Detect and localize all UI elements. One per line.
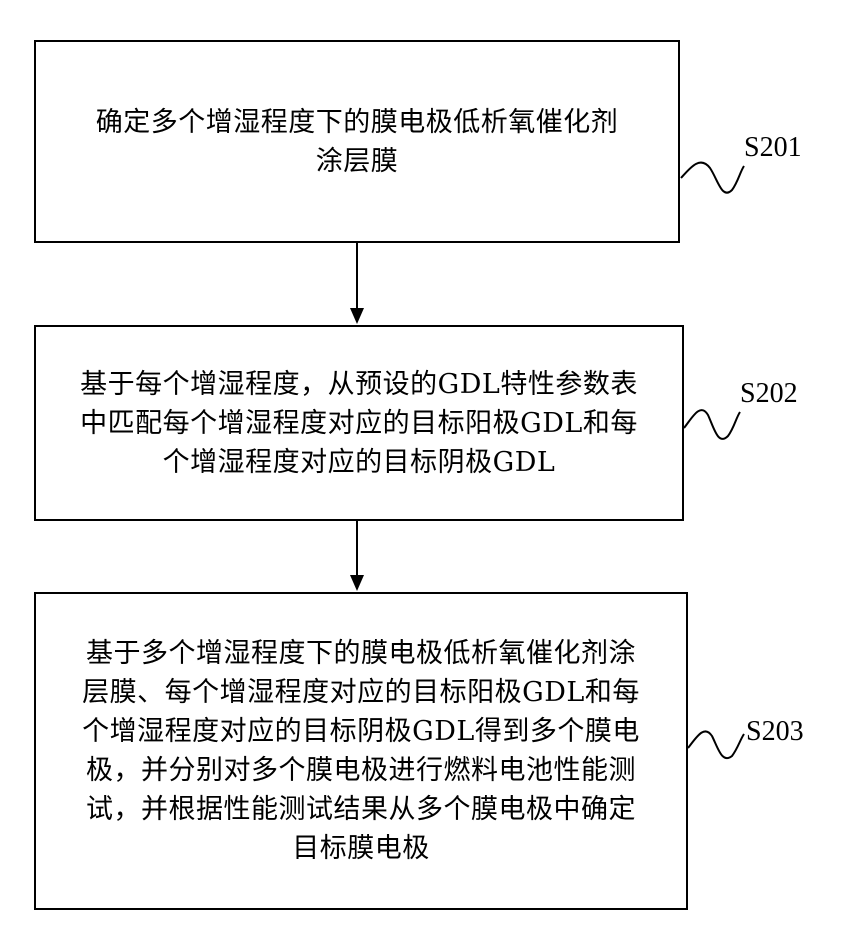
step-label-s201: S201 [744,132,802,164]
arrow-s202-to-s203 [350,521,364,591]
step-label-s202: S202 [740,378,798,410]
squiggle-s203-icon [688,731,744,758]
squiggle-s202-icon [684,410,740,439]
squiggle-s201-icon [681,163,744,193]
step-label-s203: S203 [746,716,804,748]
arrow-s201-to-s202 [350,243,364,324]
